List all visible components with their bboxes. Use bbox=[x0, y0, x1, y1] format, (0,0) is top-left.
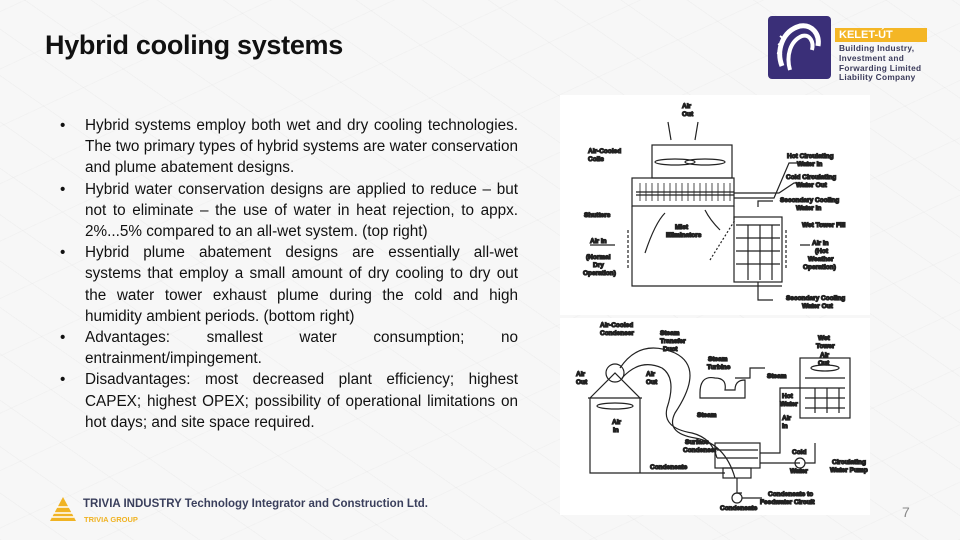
label-wet-tower: Tower bbox=[816, 343, 835, 350]
label-mist: Eliminators bbox=[666, 232, 702, 239]
label-air-out: Air bbox=[820, 352, 830, 359]
label-air-in-right: Weather bbox=[808, 256, 834, 263]
label-air-out: Out bbox=[682, 111, 694, 118]
label-air-in-right: Operation) bbox=[803, 264, 836, 271]
bullet-item: Hybrid water conservation designs are ap… bbox=[60, 179, 518, 243]
label-secondary-in: Secondary Cooling bbox=[780, 197, 839, 204]
label-circ-pump: Water Pump bbox=[830, 467, 868, 474]
label-air-in-left: Dry bbox=[593, 262, 604, 269]
label-air-in-left: (Normal bbox=[586, 254, 611, 261]
label-wet-fill: Wet Tower Fill bbox=[802, 222, 846, 229]
logo-line: Liability Company bbox=[839, 72, 916, 83]
footer-company: TRIVIA INDUSTRY Technology Integrator an… bbox=[83, 498, 428, 510]
label-secondary-out: Water Out bbox=[802, 303, 834, 310]
logo-brand: KELET-ÚT bbox=[835, 28, 927, 42]
label-cold-water: Cold bbox=[792, 449, 806, 456]
label-shutters: Shutters bbox=[584, 212, 611, 219]
label-steam-in: Steam bbox=[767, 373, 787, 380]
tire-logo-icon bbox=[768, 16, 831, 79]
label-air-out-right: Out bbox=[646, 379, 658, 386]
bullet-item: Advantages: smallest water consumption; … bbox=[60, 327, 518, 369]
bullet-item: Hybrid plume abatement designs are essen… bbox=[60, 242, 518, 327]
label-surface-condenser: Surface bbox=[685, 439, 709, 446]
label-air-in-right: (Hot bbox=[815, 248, 829, 255]
trivia-triangle-icon bbox=[48, 495, 78, 528]
label-duct: Steam bbox=[660, 330, 680, 337]
label-duct: Duct bbox=[663, 346, 678, 353]
label-duct: Transfer bbox=[660, 338, 686, 345]
label-feedwater: Condensate to bbox=[768, 491, 813, 498]
label-air-out: Out bbox=[818, 360, 830, 367]
label-acc: Condenser bbox=[600, 330, 634, 337]
label-air-in-left: Air In bbox=[590, 238, 607, 245]
logo-line: Investment and bbox=[839, 52, 905, 63]
bullet-item: Disadvantages: most decreased plant effi… bbox=[60, 369, 518, 433]
label-wet-tower: Wet bbox=[818, 335, 831, 342]
footer-group: TRIVIA GROUP bbox=[84, 515, 138, 524]
label-secondary-out: Secondary Cooling bbox=[786, 295, 845, 302]
label-air-in-right: Air In bbox=[812, 240, 829, 247]
label-air-cooled-coils: Air-Cooled bbox=[588, 148, 621, 155]
kelet-ut-logo: KELET-ÚT Building Industry, Investment a… bbox=[768, 16, 928, 83]
hybrid-plume-abatement-diagram: Air-Cooled Condenser Steam Transfer Duct… bbox=[560, 318, 870, 515]
label-air-in-tower: Air bbox=[782, 415, 792, 422]
label-cold-out: Water Out bbox=[796, 182, 828, 189]
page-number: 7 bbox=[902, 504, 910, 520]
label-acc: Air-Cooled bbox=[600, 322, 633, 329]
label-air-in-tower: In bbox=[782, 423, 788, 430]
logo-line: Building Industry, bbox=[839, 43, 915, 53]
bullet-list: Hybrid systems employ both wet and dry c… bbox=[60, 115, 518, 433]
logo-line: Forwarding Limited bbox=[839, 62, 922, 73]
label-cold-out: Cold Circulating bbox=[786, 174, 836, 181]
label-turbine: Turbine bbox=[707, 364, 731, 371]
label-air-out: Air bbox=[682, 103, 692, 110]
label-condensate: Condensate bbox=[650, 464, 688, 471]
label-air-in: Air bbox=[612, 419, 622, 426]
label-cold-water: Water bbox=[790, 468, 808, 475]
label-hot-water: Hot bbox=[782, 393, 794, 400]
hybrid-water-conservation-diagram: Air Out Air-Cooled Coils Hot Circulating… bbox=[560, 95, 870, 315]
bullet-item: Hybrid systems employ both wet and dry c… bbox=[60, 115, 518, 179]
label-condensate-pump: Condensate bbox=[720, 505, 758, 512]
label-feedwater: Feedwater Circuit bbox=[760, 499, 815, 506]
label-air-in: In bbox=[613, 427, 619, 434]
label-hot-in: Water In bbox=[797, 161, 822, 168]
label-air-out-right: Air bbox=[646, 371, 656, 378]
logo-subtitle: Building Industry, Investment and Forwar… bbox=[839, 43, 922, 83]
label-turbine: Steam bbox=[708, 356, 728, 363]
label-air-cooled-coils: Coils bbox=[588, 156, 604, 163]
label-air-out-left: Out bbox=[576, 379, 588, 386]
label-mist: Mist bbox=[675, 224, 689, 231]
label-hot-in: Hot Circulating bbox=[787, 153, 834, 160]
label-surface-condenser: Condenser bbox=[683, 447, 717, 454]
slide-title: Hybrid cooling systems bbox=[45, 30, 343, 60]
label-steam: Steam bbox=[697, 412, 717, 419]
label-air-out-left: Air bbox=[576, 371, 586, 378]
label-circ-pump: Circulating bbox=[832, 459, 866, 466]
label-hot-water: Water bbox=[780, 401, 798, 408]
label-air-in-left: Operation) bbox=[583, 270, 616, 277]
label-secondary-in: Water In bbox=[796, 205, 821, 212]
